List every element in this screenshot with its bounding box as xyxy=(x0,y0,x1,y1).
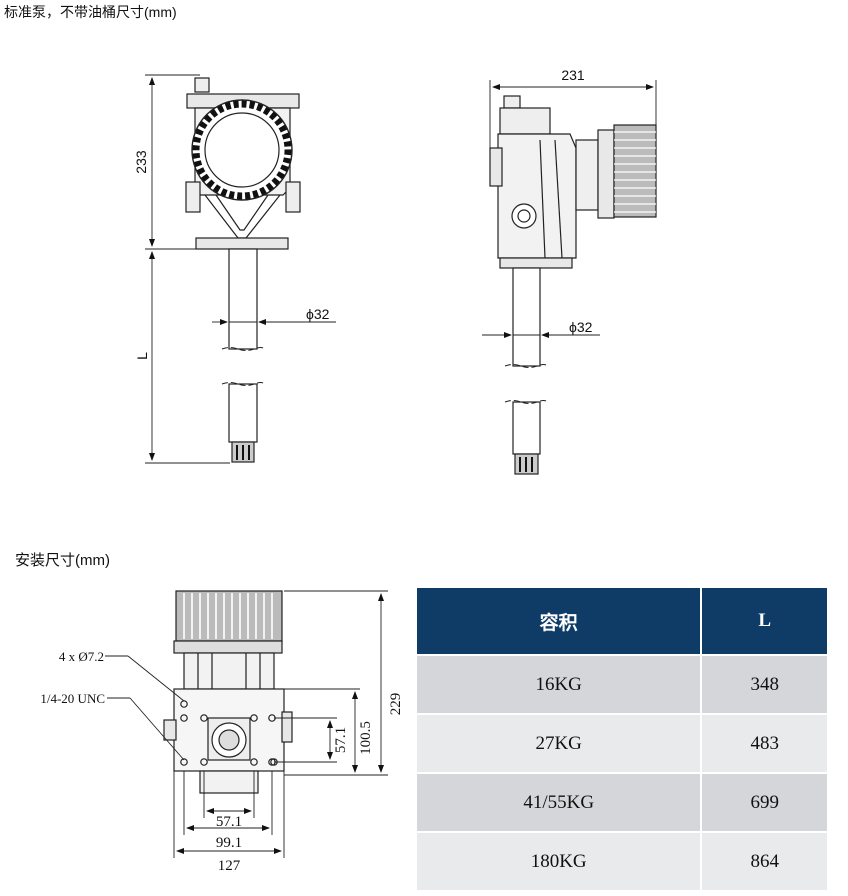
cell-length: 699 xyxy=(700,772,827,831)
cell-length: 348 xyxy=(700,654,827,713)
break-lines-front xyxy=(221,347,265,386)
install-view xyxy=(163,590,293,794)
dim-57-1-horizontal-label: 57.1 xyxy=(216,814,242,830)
dim-127-label: 127 xyxy=(218,858,241,874)
caption-install: 安装尺寸(mm) xyxy=(15,552,110,569)
table-header-row: 容积 L xyxy=(417,588,827,654)
cell-capacity: 41/55KG xyxy=(417,772,701,831)
dim-99-1-label: 99.1 xyxy=(216,835,242,851)
table-row: 180KG 864 xyxy=(417,831,827,890)
install-dimensions xyxy=(105,590,388,858)
front-dimensions xyxy=(145,74,336,464)
table-row: 27KG 483 xyxy=(417,713,827,772)
cell-length: 483 xyxy=(700,713,827,772)
thread-label: 1/4-20 UNC xyxy=(40,691,105,706)
front-height-label: 233 xyxy=(133,150,149,174)
dim-229-label: 229 xyxy=(388,693,404,716)
side-diameter-label: ϕ32 xyxy=(569,319,593,335)
cell-capacity: 180KG xyxy=(417,831,701,890)
cell-capacity: 27KG xyxy=(417,713,701,772)
cell-length: 864 xyxy=(700,831,827,890)
dim-100-5-label: 100.5 xyxy=(358,721,374,755)
front-diameter-label: ϕ32 xyxy=(306,306,330,322)
header-capacity: 容积 xyxy=(417,588,701,654)
holes-label: 4 x Ø7.2 xyxy=(59,649,104,664)
side-width-label: 231 xyxy=(561,67,585,83)
cell-capacity: 16KG xyxy=(417,654,701,713)
break-lines-side xyxy=(504,364,548,404)
capacity-length-table: 容积 L 16KG 348 27KG 483 41/55KG 699 180KG… xyxy=(417,588,827,890)
side-view xyxy=(489,95,657,475)
front-view xyxy=(185,77,301,463)
caption-standard-pump: 标准泵，不带油桶尺寸(mm) xyxy=(4,4,177,20)
table-row: 41/55KG 699 xyxy=(417,772,827,831)
header-length: L xyxy=(700,588,827,654)
table-row: 16KG 348 xyxy=(417,654,827,713)
front-length-label: L xyxy=(134,352,150,360)
side-dimensions xyxy=(482,80,657,338)
dim-57-1-vertical-label: 57.1 xyxy=(333,727,349,753)
